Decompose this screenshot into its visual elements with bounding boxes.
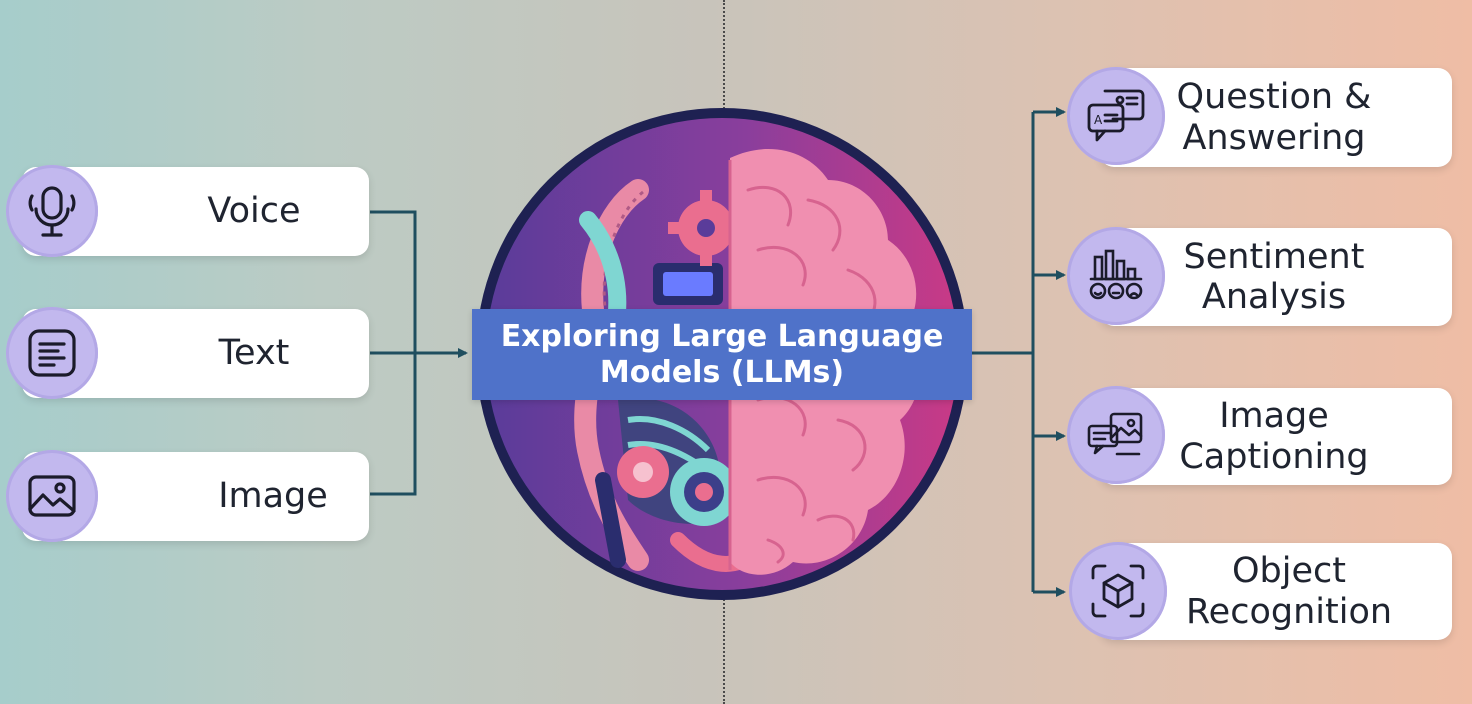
microphone-icon: [28, 186, 76, 237]
output-label-qa-line2: Answering: [1182, 117, 1366, 158]
input-label-text: Text: [218, 333, 290, 374]
gear-shape-3: [670, 458, 738, 526]
input-label-voice: Voice: [207, 191, 301, 232]
output-label-recognition-line1: Object: [1232, 551, 1346, 592]
output-label-captioning-line1: Image: [1219, 396, 1329, 437]
output-label-sentiment: Sentiment Analysis: [1166, 228, 1382, 326]
chat-bubbles-icon: A: [1087, 89, 1145, 142]
text-document-icon: [28, 329, 76, 377]
voice-badge: [6, 165, 98, 257]
bar-chart-faces-icon: [1089, 249, 1143, 300]
output-label-captioning-line2: Captioning: [1179, 436, 1369, 477]
title-line-2: Models (LLMs): [599, 354, 845, 390]
title-banner: Exploring Large Language Models (LLMs): [472, 309, 972, 400]
sentiment-badge: [1067, 227, 1165, 325]
title-line-1: Exploring Large Language: [500, 318, 944, 354]
output-label-qa-line1: Question &: [1176, 77, 1372, 118]
svg-text:A: A: [1094, 113, 1103, 127]
image-badge: [6, 450, 98, 542]
output-label-captioning: Image Captioning: [1166, 388, 1382, 485]
text-badge: [6, 307, 98, 399]
recognition-badge: [1069, 542, 1167, 640]
cube-scan-icon: [1091, 564, 1145, 618]
image-icon: [28, 475, 76, 517]
image-caption-icon: [1087, 412, 1143, 456]
output-label-sentiment-line2: Analysis: [1201, 277, 1347, 317]
output-label-qa: Question & Answering: [1166, 68, 1382, 167]
output-label-recognition-line2: Recognition: [1185, 591, 1393, 632]
gear-shape-2: [617, 446, 669, 498]
input-label-image: Image: [218, 476, 328, 517]
captioning-badge: [1067, 386, 1165, 484]
output-label-sentiment-line1: Sentiment: [1183, 236, 1365, 277]
qa-badge: A: [1067, 67, 1165, 165]
output-label-recognition: Object Recognition: [1176, 543, 1402, 640]
